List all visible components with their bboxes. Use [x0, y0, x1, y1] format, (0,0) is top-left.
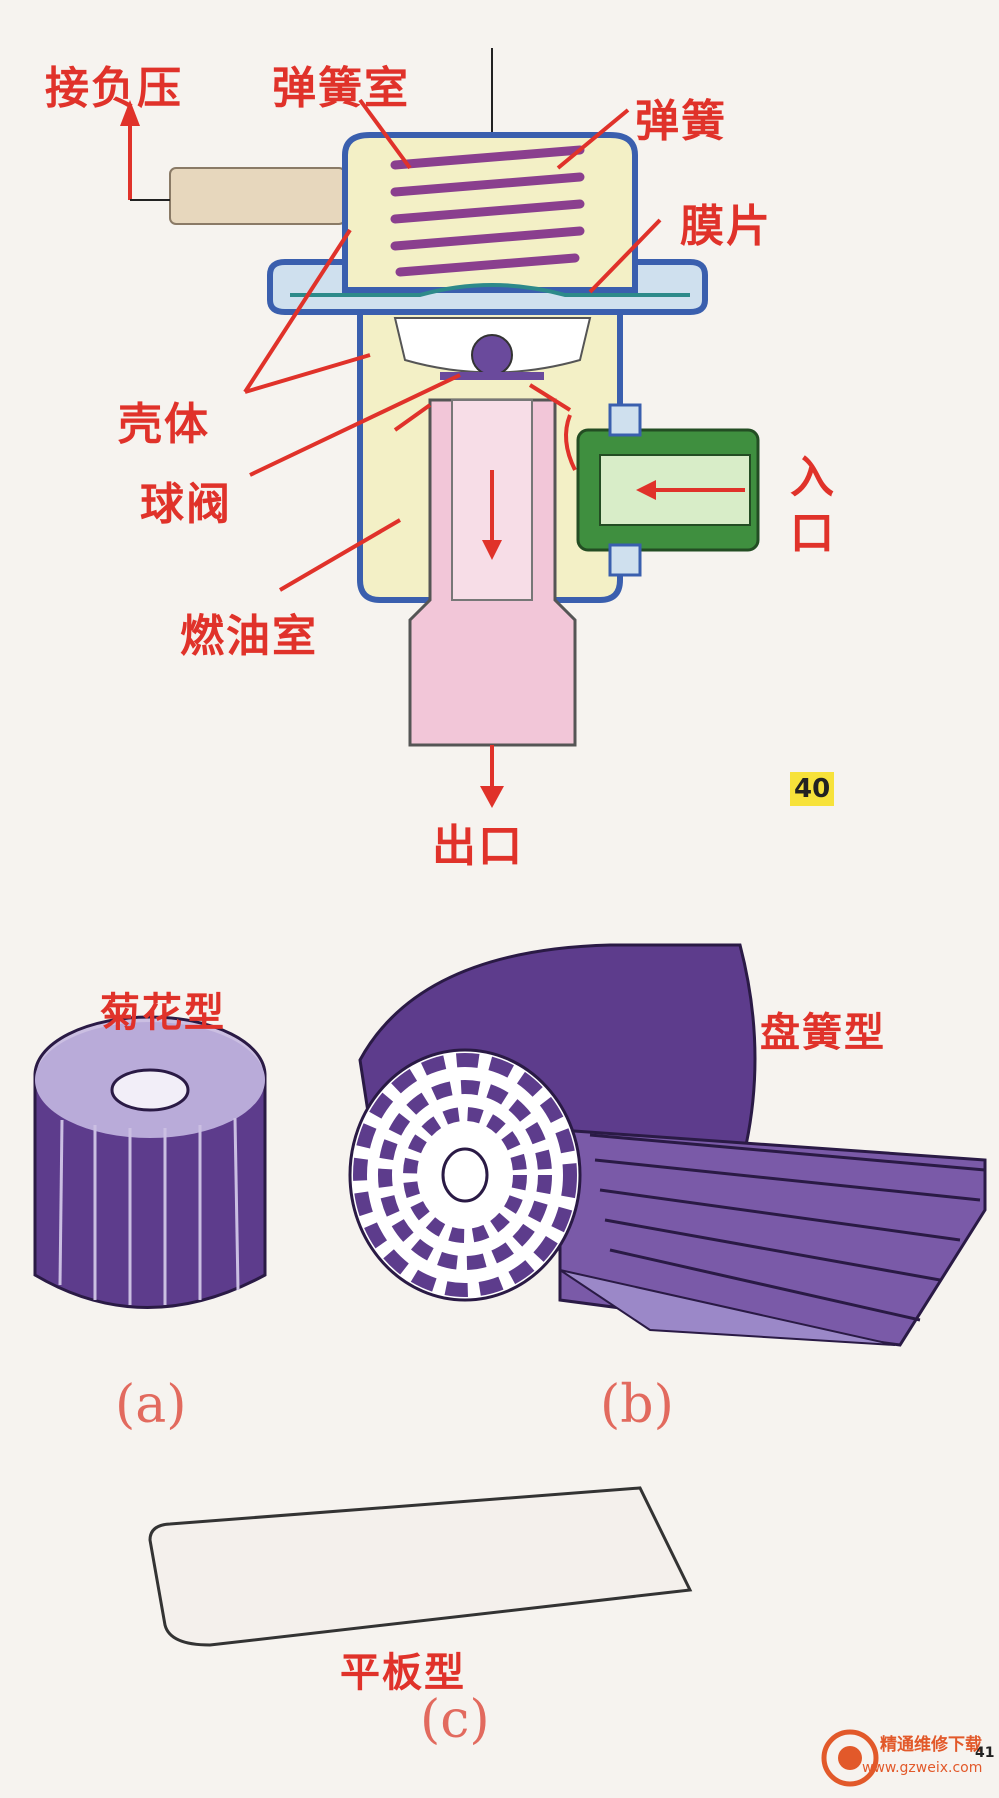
label-inlet: 入口 [790, 452, 836, 559]
subfigure-b-label: (b) [600, 1375, 674, 1435]
diaphragm-membrane [290, 283, 690, 297]
subfigure-a-label: (a) [115, 1375, 187, 1435]
label-spring-chamber: 弹簧室 [272, 63, 410, 114]
inlet-flow-arrowhead [636, 480, 656, 500]
outlet-arrowhead [480, 786, 504, 808]
watermark-text: 精通维修下载 [880, 1735, 982, 1755]
coil-filter [348, 943, 987, 1347]
label-outlet: 出口 [432, 821, 524, 872]
watermark-url: www.gzweix.com [862, 1760, 983, 1776]
inlet-nut-top [608, 403, 642, 437]
label-housing: 壳体 [118, 399, 210, 450]
label-fuel-chamber: 燃油室 [180, 611, 318, 662]
downflow-arrowhead [482, 540, 502, 560]
label-vacuum: 接负压 [45, 63, 183, 114]
watermark-logo-icon [821, 1729, 879, 1787]
label-coil-filter: 盘簧型 [760, 1010, 886, 1056]
chrysanthemum-filter [33, 1015, 267, 1309]
leader-lines [243, 98, 662, 592]
spring-coils [390, 145, 585, 277]
vacuum-arrow-head [120, 100, 140, 126]
label-ball-valve: 球阀 [140, 479, 232, 530]
label-flat-filter: 平板型 [340, 1650, 466, 1696]
subfigure-c-label: (c) [420, 1690, 490, 1750]
inlet-nut-bottom [608, 543, 642, 577]
label-chrysanthemum-filter: 菊花型 [100, 990, 226, 1036]
label-diaphragm: 膜片 [680, 201, 772, 252]
flat-filter [148, 1486, 693, 1647]
ball-valve-ball [471, 334, 513, 376]
label-spring: 弹簧 [635, 96, 727, 147]
internal-flow-arrows [393, 383, 577, 545]
ball-valve-seat [440, 372, 544, 380]
watermark-page-number: 41 [975, 1745, 995, 1761]
vacuum-pipe [169, 167, 346, 225]
figure-number-badge: 40 [790, 772, 835, 806]
